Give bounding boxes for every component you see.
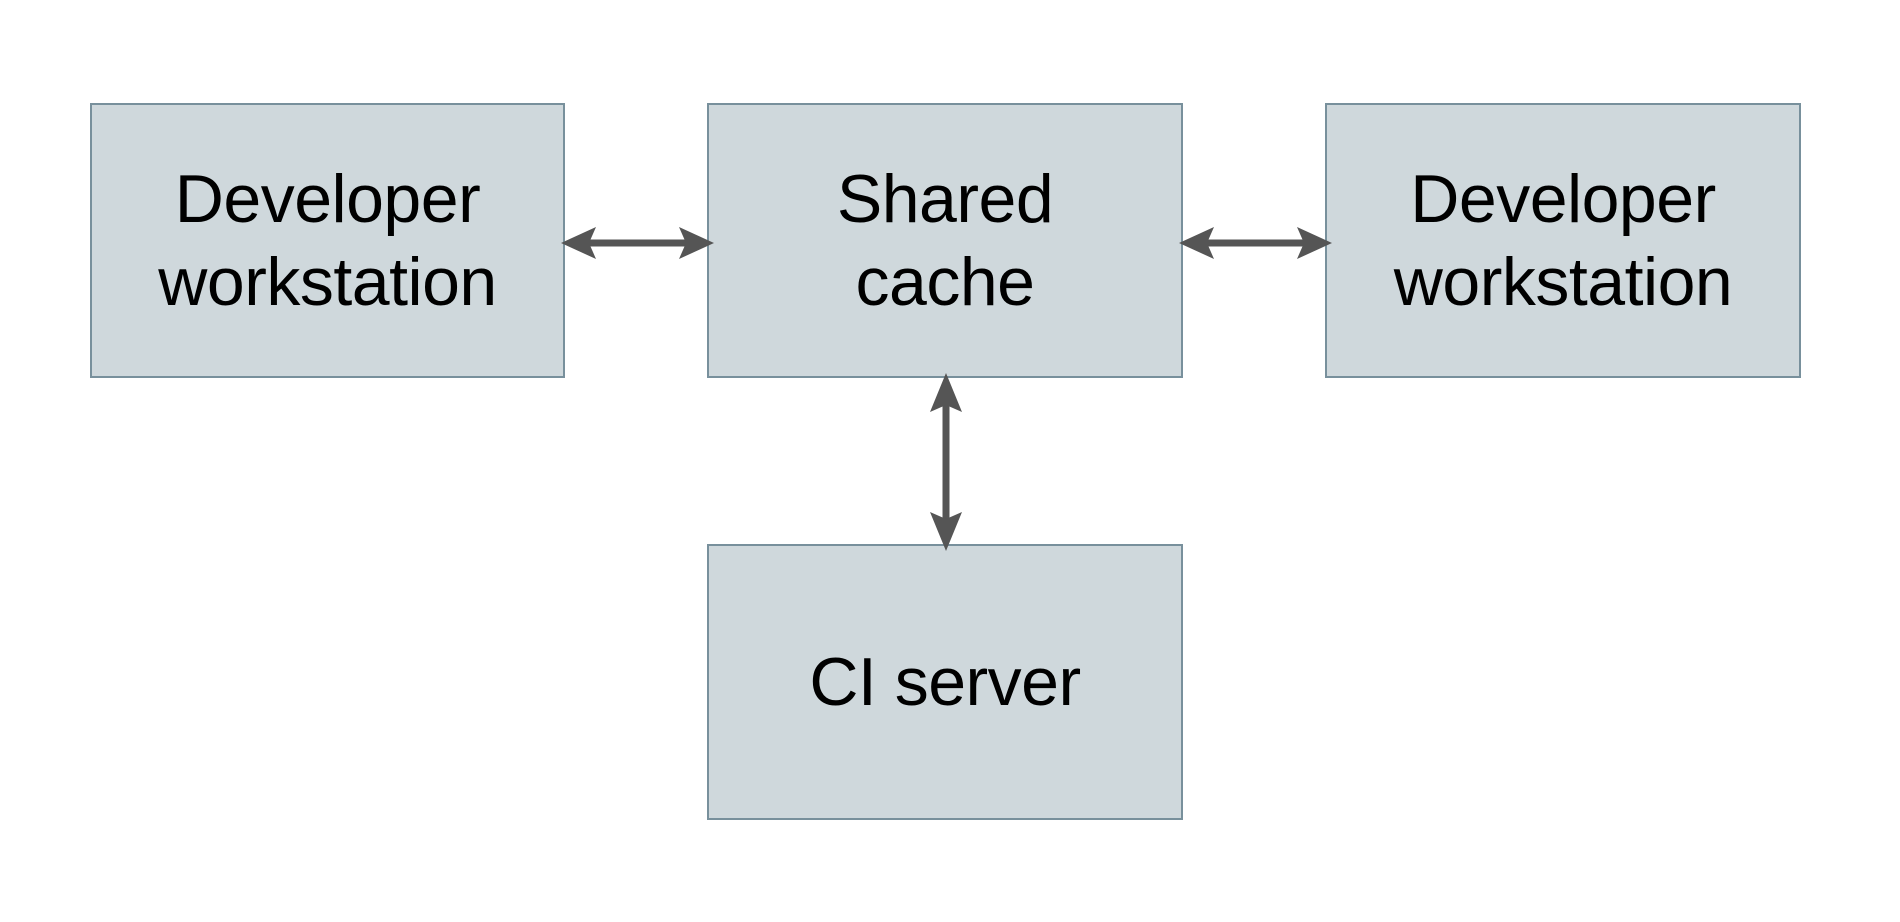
double-arrow-icon <box>1179 227 1332 259</box>
edge-shared-cache-to-developer-right[interactable] <box>1178 212 1333 274</box>
node-ci-server[interactable]: CI server <box>707 544 1183 820</box>
node-developer-workstation-right[interactable]: Developer workstation <box>1325 103 1801 378</box>
node-label: Developer workstation <box>1393 160 1733 320</box>
double-arrow-icon <box>930 373 962 551</box>
node-label: Developer workstation <box>158 160 497 320</box>
node-shared-cache[interactable]: Shared cache <box>707 103 1183 378</box>
double-arrow-icon <box>561 227 714 259</box>
node-label: Shared cache <box>836 160 1054 320</box>
node-label: CI server <box>809 643 1081 720</box>
edge-shared-cache-to-ci-server[interactable] <box>915 372 977 552</box>
node-developer-workstation-left[interactable]: Developer workstation <box>90 103 565 378</box>
edge-developer-left-to-shared-cache[interactable] <box>560 212 715 274</box>
